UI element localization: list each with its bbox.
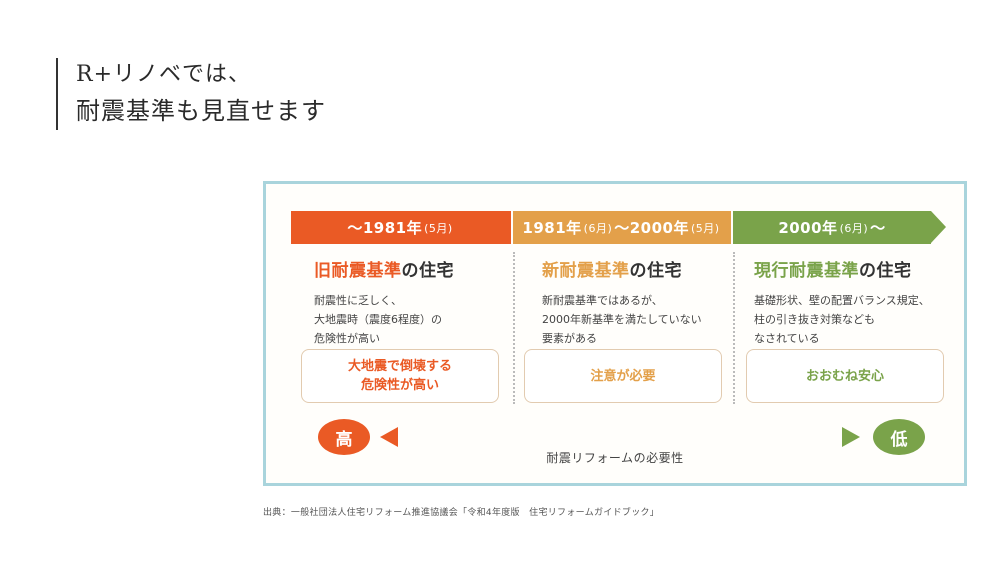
title-rest: の住宅 bbox=[401, 261, 454, 281]
desc-line: 新耐震基準ではあるが、 bbox=[542, 294, 663, 307]
column-description: 耐震性に乏しく、 大地震時（震度6程度）の 危険性が高い bbox=[314, 291, 514, 348]
era-header-old: 〜1981年 (5月) bbox=[291, 211, 511, 244]
desc-line: 危険性が高い bbox=[314, 332, 380, 345]
risk-line: 注意が必要 bbox=[590, 368, 656, 384]
column-description: 新耐震基準ではあるが、 2000年新基準を満たしていない 要素がある bbox=[542, 291, 742, 348]
risk-line: おおむね安心 bbox=[805, 368, 884, 384]
title-rest: の住宅 bbox=[629, 261, 682, 281]
high-badge: 高 bbox=[318, 419, 370, 455]
desc-line: 2000年新基準を満たしていない bbox=[542, 313, 702, 326]
seismic-standard-figure: 〜1981年 (5月) 1981年 (6月) 〜2000年 (5月) 2000年… bbox=[263, 181, 967, 486]
desc-line: 耐震性に乏しく、 bbox=[314, 294, 402, 307]
necessity-gradient-arrow bbox=[380, 427, 860, 447]
column-description: 基礎形状、壁の配置バランス規定、 柱の引き抜き対策なども なされている bbox=[754, 291, 954, 348]
necessity-label: 耐震リフォームの必要性 bbox=[546, 451, 684, 465]
era-arrow-tip bbox=[931, 211, 946, 243]
title-accent: 現行耐震基準 bbox=[754, 261, 859, 281]
desc-line: なされている bbox=[754, 332, 820, 345]
era-current-suffix: (6月) bbox=[839, 221, 869, 235]
risk-box-old: 大地震で倒壊する 危険性が高い bbox=[301, 349, 499, 403]
era-current-tail: 〜 bbox=[870, 219, 886, 237]
title-accent: 旧耐震基準 bbox=[314, 261, 402, 281]
era-new-label-a: 1981年 bbox=[522, 219, 582, 237]
era-old-suffix: (5月) bbox=[424, 221, 453, 235]
era-new-suffix-a: (6月) bbox=[583, 221, 613, 235]
desc-line: 要素がある bbox=[542, 332, 597, 345]
era-header-new: 1981年 (6月) 〜2000年 (5月) bbox=[513, 211, 731, 244]
column-title: 現行耐震基準の住宅 bbox=[754, 256, 954, 281]
page-heading: R+リノベでは、 耐震基準も見直せます bbox=[56, 58, 326, 130]
column-divider bbox=[733, 252, 735, 404]
column-current-standard: 現行耐震基準の住宅 基礎形状、壁の配置バランス規定、 柱の引き抜き対策なども な… bbox=[754, 256, 954, 348]
era-new-label-b: 〜2000年 bbox=[614, 219, 689, 237]
risk-box-current: おおむね安心 bbox=[746, 349, 944, 403]
era-new-suffix-b: (5月) bbox=[691, 221, 720, 235]
era-header-current: 2000年 (6月) 〜 bbox=[733, 211, 931, 244]
era-current-label: 2000年 bbox=[778, 219, 838, 237]
column-new-standard: 新耐震基準の住宅 新耐震基準ではあるが、 2000年新基準を満たしていない 要素… bbox=[542, 256, 742, 348]
column-old-standard: 旧耐震基準の住宅 耐震性に乏しく、 大地震時（震度6程度）の 危険性が高い bbox=[314, 256, 514, 348]
arrow-head-right bbox=[842, 427, 860, 447]
column-title: 旧耐震基準の住宅 bbox=[314, 256, 514, 281]
title-accent: 新耐震基準 bbox=[542, 261, 630, 281]
source-citation: 出典：一般社団法人住宅リフォーム推進協議会「令和4年度版 住宅リフォームガイドブ… bbox=[263, 508, 660, 518]
heading-line-1: R+リノベでは、 bbox=[76, 62, 251, 87]
desc-line: 柱の引き抜き対策なども bbox=[754, 313, 875, 326]
heading-line-2: 耐震基準も見直せます bbox=[76, 97, 326, 125]
risk-line: 大地震で倒壊する bbox=[347, 359, 452, 374]
risk-line: 危険性が高い bbox=[360, 378, 439, 393]
column-title: 新耐震基準の住宅 bbox=[542, 256, 742, 281]
risk-box-new: 注意が必要 bbox=[524, 349, 722, 403]
arrow-head-left bbox=[380, 427, 398, 447]
era-old-label: 〜1981年 bbox=[347, 219, 423, 237]
title-rest: の住宅 bbox=[859, 261, 912, 281]
desc-line: 基礎形状、壁の配置バランス規定、 bbox=[754, 294, 930, 307]
low-badge: 低 bbox=[873, 419, 925, 455]
desc-line: 大地震時（震度6程度）の bbox=[314, 313, 442, 326]
column-divider bbox=[513, 252, 515, 404]
